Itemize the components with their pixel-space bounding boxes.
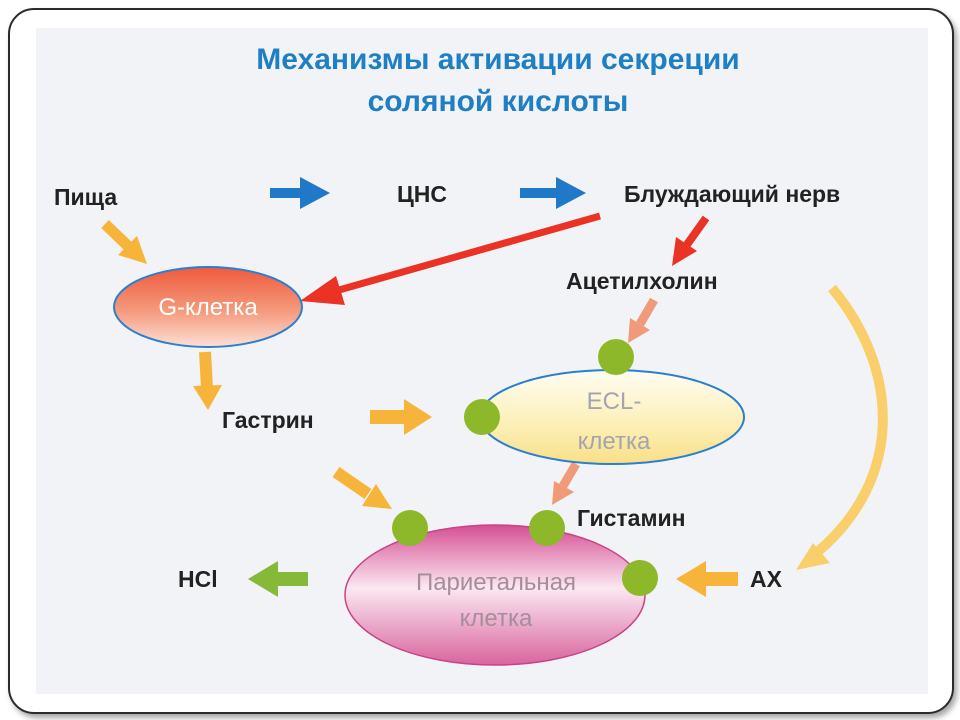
g-cell-shape (113, 266, 303, 348)
arrow-food-to-g-cell-head (118, 236, 147, 264)
label-cns: ЦНС (397, 181, 447, 207)
arrow-vagus-to-g-cell (331, 212, 601, 296)
arrow-gastrin-to-parietal-head (362, 484, 392, 509)
arrow-gastrin-to-ecl (370, 399, 432, 435)
arrow-vagus-to-acetylcholine-head (672, 237, 697, 266)
ecl-cell-label-line-2: клетка (578, 428, 651, 455)
arrow-g-cell-to-gastrin (199, 351, 213, 389)
label-hcl: HCl (178, 566, 218, 592)
ecl-cell-label-line-1: ECL- (587, 388, 642, 415)
label-histamine: Гистамин (577, 505, 686, 531)
label-food: Пища (54, 184, 117, 210)
arrow-vagus-to-acetylcholine (682, 215, 710, 249)
g-cell-label: G-клетка (158, 294, 258, 321)
arrow-acetylcholine-to-ecl (636, 297, 658, 327)
arrow-parietal-to-hcl (248, 561, 308, 597)
label-gastrin: Гастрин (222, 407, 314, 433)
arrow-ach-to-parietal (676, 561, 738, 597)
label-ach: АХ (750, 566, 783, 592)
parietal-receptor-right (622, 560, 658, 596)
arrow-ecl-to-parietal (559, 461, 580, 489)
title-line-2: соляной кислоты (368, 85, 629, 118)
label-acetylcholine: Ацетилхолин (566, 268, 718, 294)
parietal-cell-label-line-2: клетка (460, 605, 533, 632)
label-vagus-nerve: Блуждающий нерв (624, 181, 840, 207)
arrow-cns-to-vagus (520, 177, 586, 209)
parietal-receptor-left (392, 510, 428, 546)
arrow-vagus-to-g-cell-head (300, 276, 345, 305)
title-line-1: Механизмы активации секреции (256, 43, 739, 76)
arrow-gastrin-to-parietal (332, 467, 372, 499)
arrow-g-cell-to-gastrin-head (193, 385, 222, 410)
arrow-ecl-to-parietal-head (552, 481, 574, 505)
parietal-cell-label-line-1: Париетальная (416, 569, 576, 596)
ecl-receptor-left (464, 399, 500, 435)
arrow-acetylcholine-to-ach-head (796, 543, 830, 570)
arrow-food-to-cns (270, 177, 330, 209)
arrow-acetylcholine-to-ach (811, 284, 888, 558)
arrow-acetylcholine-to-ecl-head (628, 318, 650, 343)
arrow-food-to-g-cell (101, 220, 133, 251)
parietal-receptor-top (529, 510, 565, 546)
ecl-receptor-top (598, 339, 634, 375)
